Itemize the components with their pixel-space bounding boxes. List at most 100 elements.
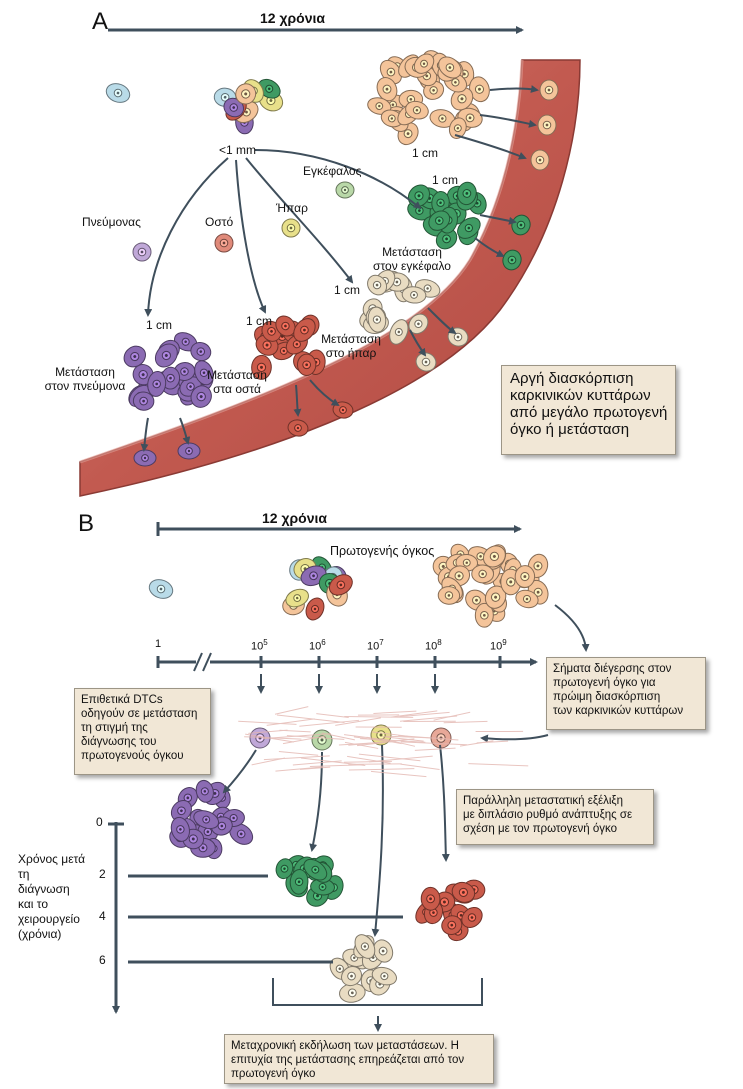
organ-lung: Πνεύμονας bbox=[82, 215, 141, 229]
single-cell-a bbox=[105, 83, 131, 103]
brain-metastasis-b-cell bbox=[275, 858, 294, 880]
lung-metastasis-a-cell bbox=[123, 345, 146, 368]
shed-cell bbox=[415, 352, 437, 372]
primary-tumour-b-cell bbox=[515, 589, 539, 609]
primary-tumour-a-cell bbox=[405, 100, 429, 120]
tissue-fibre bbox=[399, 715, 458, 722]
tissue-fibre bbox=[366, 736, 402, 745]
late-size-label: 1 cm bbox=[334, 283, 361, 297]
lung-metastasis-a-cell bbox=[190, 342, 212, 362]
shed-cell bbox=[502, 249, 522, 271]
size-tick-8: 108 bbox=[425, 638, 442, 653]
tissue-fibre bbox=[443, 720, 488, 724]
tissue-fibre bbox=[391, 710, 438, 718]
tissue-fibre bbox=[400, 763, 440, 770]
primary-tumour-b-cell bbox=[514, 565, 536, 588]
tissue-fibre bbox=[274, 706, 309, 715]
tissue-fibre bbox=[348, 738, 415, 746]
tissue-fibre bbox=[321, 732, 355, 741]
bone-metastasis-a-cell bbox=[275, 315, 296, 337]
size-tick-7: 107 bbox=[367, 638, 384, 653]
brain-size-label: 1 cm bbox=[432, 173, 459, 187]
arrow-brain-shed-2 bbox=[474, 237, 505, 257]
time-tick-4: 4 bbox=[99, 909, 106, 923]
arrow-dtc-to-lung bbox=[222, 749, 257, 794]
brain-metastasis-a-cell bbox=[435, 228, 458, 250]
brain-metastasis-a-cell bbox=[457, 181, 477, 206]
size-tick-9: 109 bbox=[490, 638, 507, 653]
lung-metastasis-a-cell bbox=[190, 385, 212, 408]
lung-metastasis-a-cell bbox=[173, 332, 198, 352]
tissue-fibre bbox=[400, 741, 468, 746]
shed-cell bbox=[539, 79, 559, 101]
tissue-fibre bbox=[414, 747, 456, 751]
tissue-fibre bbox=[343, 760, 392, 763]
tissue-fibre bbox=[316, 713, 349, 719]
lung-metastasis-b-cell bbox=[195, 779, 214, 803]
late-metastasis-a-cell bbox=[401, 286, 427, 304]
primary-tumour-label: Πρωτογενής όγκος bbox=[330, 544, 435, 558]
arrow-lung-shed-1 bbox=[140, 417, 149, 452]
primary-tumour-a-cell bbox=[438, 56, 462, 79]
panel-letter-a: A bbox=[92, 8, 109, 35]
dtc-lung bbox=[132, 242, 152, 262]
small-tumour-a-cell bbox=[235, 83, 257, 105]
bone-metastasis-a-cell bbox=[251, 354, 272, 380]
tissue-fibre bbox=[299, 719, 360, 727]
arrow-shed-2 bbox=[479, 114, 537, 128]
arrow-bone-shed-1 bbox=[293, 384, 302, 417]
primary-tumour-a-cell bbox=[367, 97, 392, 115]
tissue-fibre bbox=[263, 755, 330, 761]
arrow-signals-to-tissue bbox=[480, 734, 549, 743]
tissue-fibre bbox=[275, 766, 324, 772]
tissue-fibre bbox=[398, 734, 459, 741]
brain-metastasis-b-cell bbox=[289, 868, 309, 895]
bone-metastasis-b-cell bbox=[451, 881, 476, 903]
arrow-brain-shed-1 bbox=[479, 214, 517, 225]
dtc-brain bbox=[335, 181, 355, 199]
arrow-primary-to-signals bbox=[554, 604, 590, 652]
arrow-bone-shed-2 bbox=[309, 379, 340, 407]
brain-metastasis-a-cell bbox=[428, 210, 451, 231]
time-tick-0: 0 bbox=[96, 815, 103, 829]
tissue-fibre bbox=[382, 736, 424, 742]
primary-tumour-a-cell bbox=[423, 80, 445, 100]
bone-metastasis-b-cell bbox=[461, 907, 483, 928]
size-tick-6: 106 bbox=[309, 638, 326, 653]
primary-tumour-b-cell bbox=[471, 564, 495, 584]
tissue-fibre bbox=[245, 733, 294, 743]
late-metastasis-b-cell bbox=[341, 966, 362, 987]
late-metastasis-a-cell bbox=[389, 319, 409, 345]
late-metastasis-b-cell bbox=[371, 966, 397, 986]
arrow-late-shed-2 bbox=[409, 329, 427, 357]
small-tumour-b-cell bbox=[305, 597, 325, 621]
tissue-fibre bbox=[344, 716, 414, 718]
lung-metastasis-b-cell bbox=[170, 800, 192, 822]
dtc-bone bbox=[214, 233, 234, 253]
panel-letter-b: B bbox=[78, 510, 95, 537]
tissue-fibre bbox=[347, 755, 391, 764]
arrow-late-shed-1 bbox=[427, 307, 457, 335]
tissue-fibre bbox=[238, 720, 297, 725]
tissue-fibre bbox=[373, 710, 417, 714]
tissue-fibre bbox=[468, 763, 529, 767]
tissue-fibre bbox=[276, 714, 345, 724]
size-tick-5: 105 bbox=[251, 638, 268, 653]
size-tick-1: 1 bbox=[155, 638, 162, 650]
duration-label-a: 12 χρόνια bbox=[260, 10, 326, 26]
late-metastasis-b-cell bbox=[339, 982, 366, 1003]
lung-metastasis-a-cell bbox=[132, 391, 155, 411]
primary-tumour-a-cell bbox=[380, 109, 403, 128]
bone-size-label: 1 cm bbox=[246, 314, 273, 328]
small-tumour-b-cell bbox=[285, 588, 309, 608]
small-tumour-b-cell bbox=[328, 574, 353, 596]
tissue-fibre bbox=[278, 750, 319, 756]
primary-tumour-b-cell bbox=[455, 553, 479, 572]
brain-metastasis-a-cell bbox=[457, 217, 481, 239]
